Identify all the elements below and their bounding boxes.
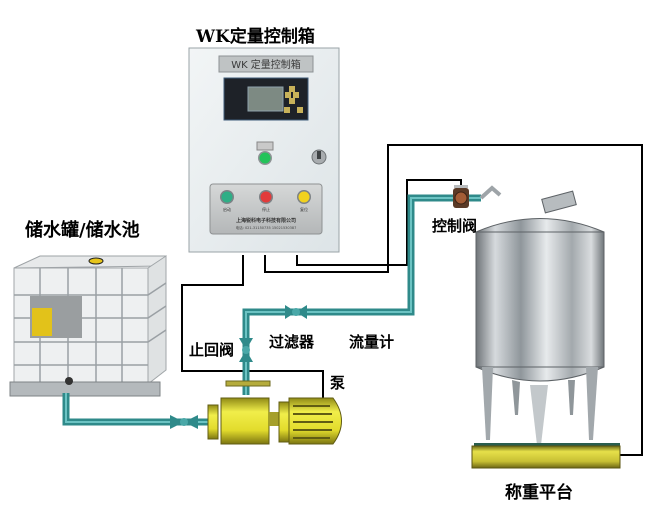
selector-switch[interactable] — [311, 149, 327, 165]
storage-tank-label: 储水罐/储水池 — [25, 220, 140, 241]
power-indicator — [256, 141, 274, 165]
check-valve-label: 止回阀 — [189, 341, 235, 359]
reset-button[interactable] — [297, 190, 311, 204]
weighing-platform[interactable] — [471, 443, 621, 469]
panel-phone: 电话: 021-31150735 15021530387 — [236, 225, 297, 230]
filter-label: 过滤器 — [269, 333, 315, 351]
weighing-platform-label: 称重平台 — [505, 483, 573, 503]
controller-key-right[interactable] — [293, 92, 299, 98]
wire-box-to-pump — [181, 255, 324, 398]
inlet-valve[interactable] — [170, 415, 198, 429]
controller-display — [223, 77, 309, 121]
reset-button-label: 复位 — [300, 206, 308, 212]
pump — [207, 380, 342, 445]
controller-key-up[interactable] — [289, 86, 295, 92]
button-panel: 启动 停止 复位 上海锐科电子科技有限公司 电话: 021-31150735 1… — [209, 183, 323, 235]
flow-meter-label: 流量计 — [349, 333, 395, 351]
stainless-tank — [475, 185, 605, 445]
storage-tank — [9, 255, 167, 397]
check-valve[interactable] — [239, 338, 253, 362]
signal-wires — [181, 144, 643, 456]
start-button[interactable] — [220, 190, 234, 204]
controller-key-left[interactable] — [285, 92, 291, 98]
panel-company: 上海锐科电子科技有限公司 — [236, 217, 296, 224]
controller-key-set[interactable] — [284, 107, 290, 113]
control-box: WK 定量控制箱 — [188, 47, 340, 253]
pump-label: 泵 — [330, 374, 346, 392]
filter-valve[interactable] — [285, 305, 307, 319]
nameplate-text: WK 定量控制箱 — [231, 58, 301, 71]
control-box-title: WK定量控制箱 — [196, 27, 315, 47]
stop-button-label: 停止 — [262, 206, 270, 212]
wire-box-to-tank-scale — [264, 144, 643, 456]
control-valve-label: 控制阀 — [432, 217, 478, 235]
stop-button[interactable] — [259, 190, 273, 204]
controller-key-enter[interactable] — [297, 107, 303, 113]
wire-box-to-control-valve — [296, 179, 462, 266]
controller-key-down[interactable] — [289, 98, 295, 104]
control-valve[interactable] — [453, 185, 469, 208]
start-button-label: 启动 — [223, 206, 231, 212]
